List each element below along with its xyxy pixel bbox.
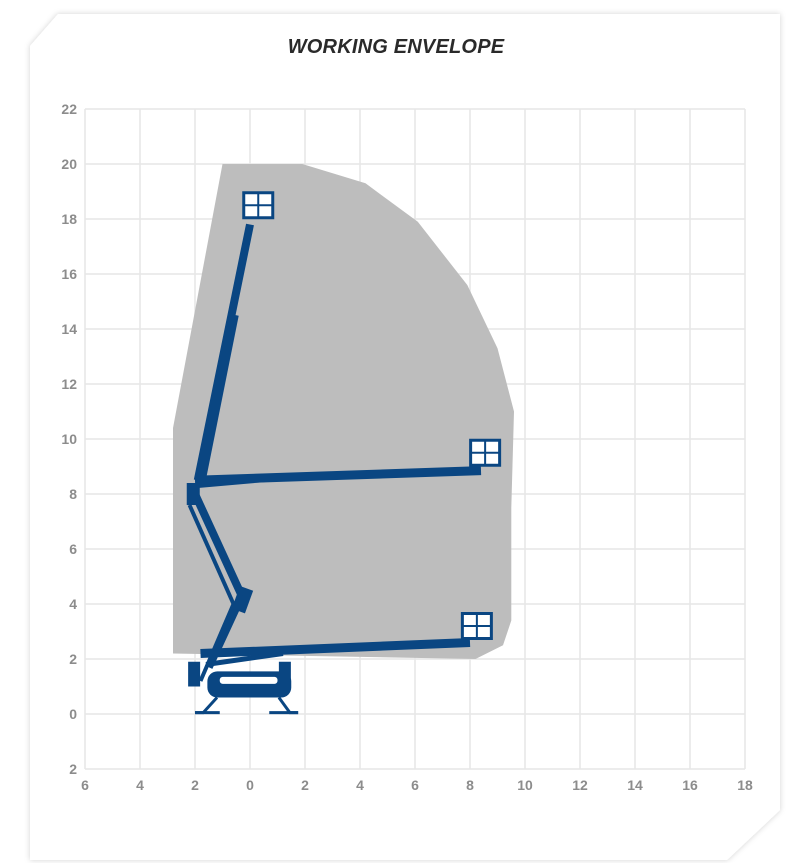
x-tick-label: 2 (191, 777, 199, 793)
y-tick-label: 2 (69, 651, 77, 667)
track-window (219, 676, 278, 684)
y-tick-label: 22 (61, 101, 77, 117)
x-tick-label: 0 (246, 777, 254, 793)
y-tick-label: 20 (61, 156, 77, 172)
basket-top (242, 191, 275, 220)
x-tick-label: 6 (81, 777, 89, 793)
lower-boom-rod (205, 651, 284, 667)
basket-cell (259, 194, 272, 205)
y-tick-label: 4 (69, 596, 77, 612)
x-tick-label: 16 (682, 777, 698, 793)
y-tick-label: 10 (61, 431, 77, 447)
outrigger-left (195, 696, 219, 715)
track-body (207, 671, 292, 698)
x-tick-label: 8 (466, 777, 474, 793)
y-tick-label: 6 (69, 541, 77, 557)
outrigger-right (277, 696, 299, 715)
y-tick-label: 12 (61, 376, 77, 392)
y-tick-label: 0 (69, 706, 77, 722)
x-tick-label: 4 (356, 777, 364, 793)
basket-cell (486, 453, 499, 464)
basket-low (460, 612, 493, 640)
basket-cell (259, 206, 272, 217)
y-tick-label: 14 (61, 321, 77, 337)
vertical-boom-rod (200, 314, 239, 481)
elbow-joint (231, 585, 254, 614)
basket-mid (469, 438, 502, 467)
x-tick-label: 4 (136, 777, 144, 793)
x-axis-ticks: 6 4 2 0 2 4 6 8 10 12 14 16 18 (81, 777, 753, 793)
x-tick-label: 6 (411, 777, 419, 793)
lower-arm-rod (198, 603, 236, 682)
basket-cell (477, 615, 490, 625)
basket-cell (463, 627, 476, 637)
y-tick-label: 16 (61, 266, 77, 282)
upper-arm (191, 492, 246, 598)
x-tick-label: 18 (737, 777, 753, 793)
upper-arm-rod (187, 504, 236, 605)
vertical-boom (193, 223, 254, 482)
y-tick-label: 2 (69, 761, 77, 777)
basket-cell (472, 441, 485, 452)
aerial-lift-machine (186, 191, 502, 715)
page-title: WORKING ENVELOPE (287, 36, 505, 58)
turret-right-block (278, 661, 291, 687)
y-tick-label: 8 (69, 486, 77, 502)
lower-boom (200, 638, 471, 658)
mid-boom-rod (194, 475, 289, 489)
x-tick-label: 12 (572, 777, 588, 793)
basket-cell (245, 206, 258, 217)
x-tick-label: 2 (301, 777, 309, 793)
envelope-shape (173, 164, 514, 659)
mid-boom (194, 466, 482, 485)
basket-cell (245, 194, 258, 205)
x-tick-label: 14 (627, 777, 643, 793)
basket-cell (463, 615, 476, 625)
basket-cell (477, 627, 490, 637)
knuckle-joint (186, 483, 200, 505)
basket-cell (472, 453, 485, 464)
basket-cell (486, 441, 499, 452)
turret-left-block (188, 661, 201, 687)
x-tick-label: 10 (517, 777, 533, 793)
working-envelope-area (173, 164, 514, 659)
y-tick-label: 18 (61, 211, 77, 227)
